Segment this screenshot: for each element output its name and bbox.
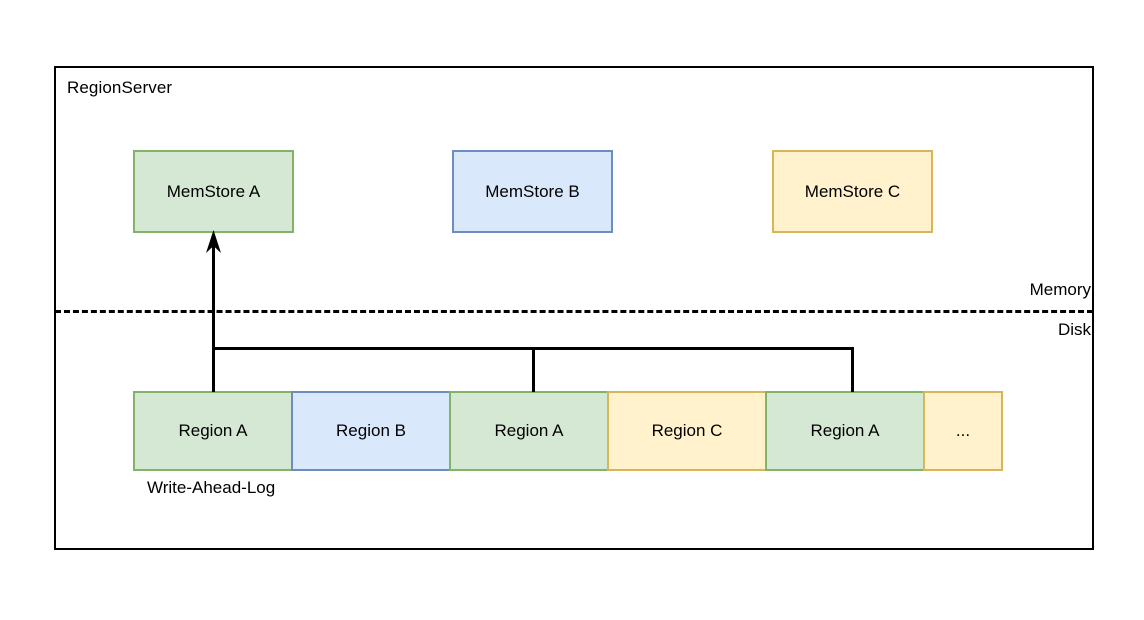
disk-tier-label: Disk (1057, 320, 1091, 339)
wal-entry-region-c-1[interactable]: Region C (607, 391, 767, 471)
wal-entry-ellipsis[interactable]: ... (923, 391, 1003, 471)
wal-entry-region-a-3[interactable]: Region A (765, 391, 925, 471)
memory-disk-divider (55, 310, 1093, 313)
memstore-a-box[interactable]: MemStore A (133, 150, 294, 233)
wal-entry-region-a-1[interactable]: Region A (133, 391, 293, 471)
wal-entry-region-b-1[interactable]: Region B (291, 391, 451, 471)
wal-entry-region-a-2[interactable]: Region A (449, 391, 609, 471)
write-ahead-log-caption: Write-Ahead-Log (147, 478, 276, 497)
memstore-b-box[interactable]: MemStore B (452, 150, 613, 233)
regionserver-title: RegionServer (67, 78, 173, 97)
memstore-c-box[interactable]: MemStore C (772, 150, 933, 233)
write-ahead-log-strip: Region A Region B Region A Region C Regi… (133, 391, 1003, 471)
memory-tier-label: Memory (1029, 280, 1091, 299)
